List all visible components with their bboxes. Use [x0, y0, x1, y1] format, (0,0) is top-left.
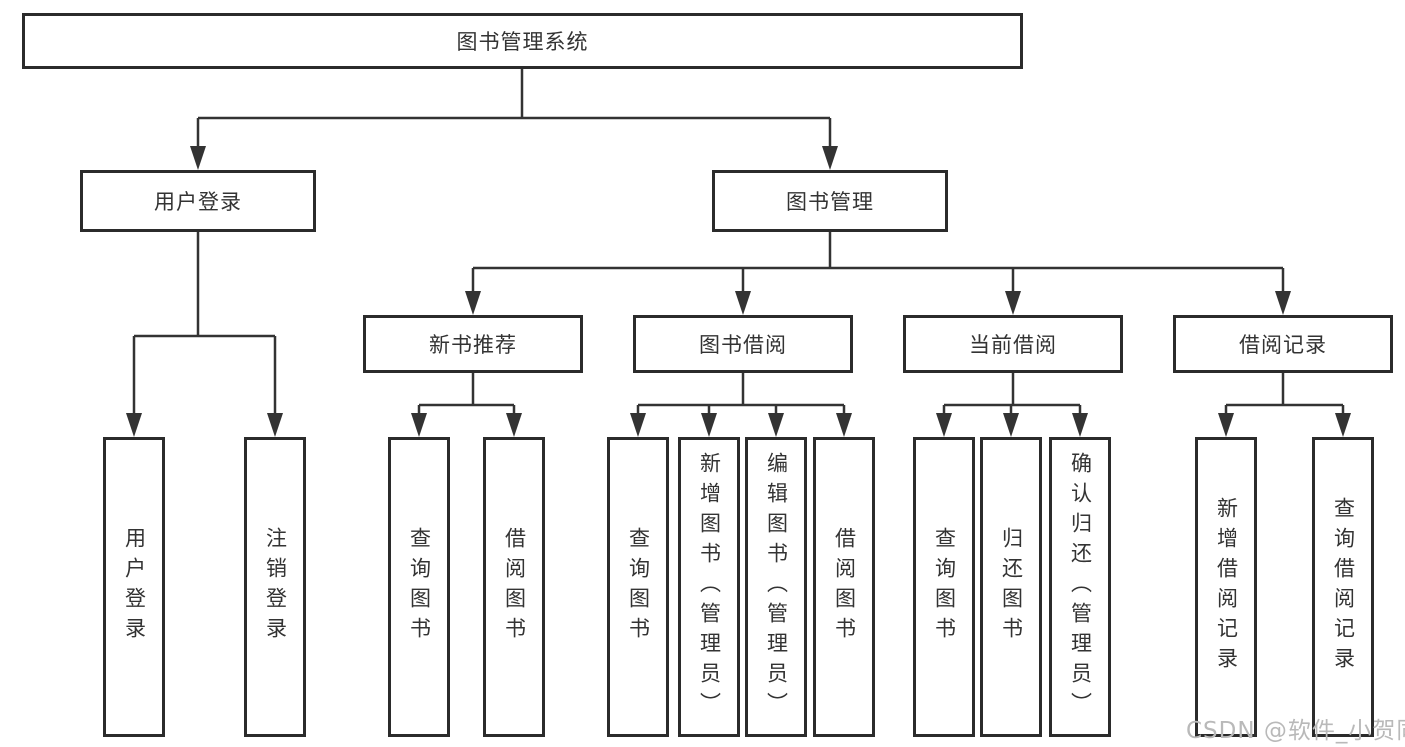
leaf-query-books-3: 查询图书: [913, 437, 975, 737]
leaf-return-book: 归还图书: [980, 437, 1042, 737]
leaf-borrow-books-1: 借阅图书: [483, 437, 545, 737]
leaf-add-book-admin: 新增图书（管理员）: [678, 437, 740, 737]
leaf-borrow-books-2-label: 借阅图书: [832, 527, 857, 647]
leaf-confirm-return-admin-label: 确认归还（管理员）: [1068, 452, 1093, 722]
leaf-query-books-1-label: 查询图书: [407, 527, 432, 647]
leaf-return-book-label: 归还图书: [999, 527, 1024, 647]
arrowheads: [126, 146, 1351, 437]
node-book-management: 图书管理: [712, 170, 948, 232]
leaf-query-borrow-record-label: 查询借阅记录: [1331, 497, 1356, 677]
node-user-login: 用户登录: [80, 170, 316, 232]
node-borrow-records: 借阅记录: [1173, 315, 1393, 373]
leaf-borrow-books-2: 借阅图书: [813, 437, 875, 737]
csdn-watermark: CSDN @软件_小贺同学: [1186, 718, 1405, 744]
leaf-query-books-2: 查询图书: [607, 437, 669, 737]
leaf-add-book-admin-label: 新增图书（管理员）: [697, 452, 722, 722]
leaf-add-borrow-record-label: 新增借阅记录: [1214, 497, 1239, 677]
leaf-logout-label: 注销登录: [263, 527, 288, 647]
leaf-borrow-books-1-label: 借阅图书: [502, 527, 527, 647]
leaf-query-books-1: 查询图书: [388, 437, 450, 737]
leaf-user-login: 用户登录: [103, 437, 165, 737]
leaf-confirm-return-admin: 确认归还（管理员）: [1049, 437, 1111, 737]
leaf-query-books-3-label: 查询图书: [932, 527, 957, 647]
node-current-borrow: 当前借阅: [903, 315, 1123, 373]
node-new-book-recommend: 新书推荐: [363, 315, 583, 373]
leaf-logout: 注销登录: [244, 437, 306, 737]
leaf-edit-book-admin-label: 编辑图书（管理员）: [764, 452, 789, 722]
leaf-query-books-2-label: 查询图书: [626, 527, 651, 647]
leaf-user-login-label: 用户登录: [122, 527, 147, 647]
node-root: 图书管理系统: [22, 13, 1023, 69]
leaf-edit-book-admin: 编辑图书（管理员）: [745, 437, 807, 737]
leaf-query-borrow-record: 查询借阅记录: [1312, 437, 1374, 737]
node-book-borrow: 图书借阅: [633, 315, 853, 373]
leaf-add-borrow-record: 新增借阅记录: [1195, 437, 1257, 737]
